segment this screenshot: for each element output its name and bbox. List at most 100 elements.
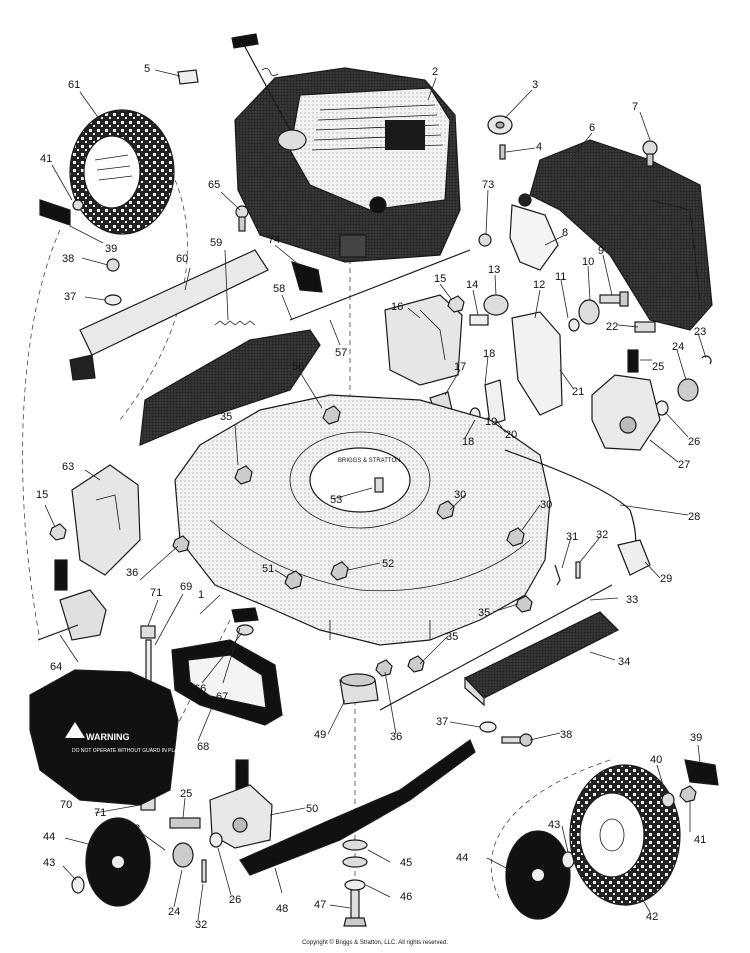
part-5-clip: [177, 69, 199, 85]
part-48-blade: [239, 739, 476, 876]
part-67-clip: [231, 607, 259, 623]
label-part-36: 36: [126, 567, 138, 579]
part-47-bolt: [343, 889, 367, 927]
label-part-52: 52: [382, 558, 394, 570]
label-part-63: 63: [62, 461, 74, 473]
oil-fill-cap: [277, 129, 307, 151]
part-66-washer: [236, 624, 254, 636]
label-part-71-lower: 71: [94, 807, 106, 819]
label-part-18-lower: 18: [462, 436, 474, 448]
part-39-hubcap: [39, 199, 71, 226]
part-71-bushing-top: [140, 625, 156, 639]
label-part-48: 48: [276, 903, 288, 915]
label-part-22: 22: [606, 321, 618, 333]
label-part-39: 39: [105, 243, 117, 255]
label-part-74: 74: [268, 234, 280, 246]
label-part-4: 4: [536, 141, 542, 153]
label-part-24-lower: 24: [168, 906, 180, 918]
label-part-25: 25: [652, 361, 664, 373]
part-74-bracket: [291, 261, 323, 293]
label-part-45: 45: [400, 857, 412, 869]
label-part-41: 41: [40, 153, 52, 165]
copyright-notice: Copyright © Briggs & Stratton, LLC. All …: [302, 940, 448, 946]
label-part-38: 38: [62, 253, 74, 265]
label-part-8: 8: [562, 227, 568, 239]
label-part-31: 31: [566, 531, 578, 543]
label-part-49: 49: [314, 729, 326, 741]
label-part-11: 11: [555, 271, 566, 283]
label-part-40: 40: [650, 754, 662, 766]
part-33-axle: [379, 584, 613, 711]
label-part-60: 60: [176, 253, 188, 265]
label-part-19: 19: [485, 416, 497, 428]
part-38-bolt: [106, 258, 120, 272]
label-part-9: 9: [598, 245, 604, 257]
part-57-rod: [289, 249, 471, 321]
label-part-30-right: 30: [540, 499, 552, 511]
part-11-washer: [568, 318, 580, 332]
part-25-bolt-bottom: [169, 817, 201, 829]
label-part-59: 59: [210, 237, 222, 249]
part-61-wheel: [69, 109, 175, 235]
label-part-67: 67: [216, 691, 228, 703]
part-70-warning-shield: WARNING DO NOT OPERATE WITHOUT GUARD IN …: [29, 669, 185, 806]
part-38-bolt-bottom: [501, 733, 533, 747]
label-part-32: 32: [596, 529, 608, 541]
part-42-wheel: [569, 764, 681, 906]
part-6-rear-guard: [529, 139, 713, 331]
label-part-65: 65: [208, 179, 220, 191]
label-part-29: 29: [660, 573, 672, 585]
label-part-17: 17: [454, 361, 466, 373]
part-20-plate: [484, 379, 506, 426]
part-60-bracket: [79, 249, 269, 356]
label-part-7: 7: [632, 101, 638, 113]
label-part-41-right: 41: [694, 834, 706, 846]
label-part-43: 43: [43, 857, 55, 869]
deck-emblem-text: BRIGGS & STRATTON: [338, 458, 400, 464]
label-part-57: 57: [335, 347, 347, 359]
part-23-clip: [701, 355, 712, 365]
part-43-washer-left: [71, 876, 85, 894]
part-45-adapter-top: [342, 839, 368, 851]
part-58-rear-flap: [139, 329, 321, 446]
label-part-71: 71: [150, 587, 162, 599]
part-44-hubcap-left: [85, 817, 151, 907]
label-part-6: 6: [589, 122, 595, 134]
label-part-26-lower: 26: [229, 894, 241, 906]
part-16-bracket: [384, 294, 463, 386]
label-part-70: 70: [60, 799, 72, 811]
label-part-36-lower: 36: [390, 731, 402, 743]
part-64-adjuster: [37, 559, 107, 641]
label-part-30: 30: [454, 489, 466, 501]
label-part-61: 61: [68, 79, 80, 91]
part-9-bolt: [599, 291, 629, 307]
part-37-washer: [104, 294, 122, 306]
part-8-bracket: [509, 204, 559, 271]
label-part-53: 53: [330, 494, 342, 506]
label-part-32-lower: 32: [195, 919, 207, 931]
part-37-washer-bottom: [479, 721, 497, 733]
part-59-spring: [214, 320, 256, 326]
engine-crankshaft: [339, 234, 367, 258]
part-36-nut-a: [172, 535, 190, 553]
label-part-73: 73: [482, 179, 494, 191]
label-part-34: 34: [618, 656, 630, 668]
label-part-21: 21: [572, 386, 584, 398]
label-part-15-left: 15: [36, 489, 48, 501]
label-part-1: 1: [198, 589, 204, 601]
label-part-33: 33: [626, 594, 638, 606]
engine-cover-grille: [311, 104, 444, 151]
mower-deck: [174, 394, 551, 646]
part-73-bolt: [478, 233, 492, 247]
label-part-35: 35: [478, 607, 490, 619]
label-part-37-lower: 37: [436, 716, 448, 728]
part-24-gear-bottom: [172, 842, 194, 868]
part-4-key: [499, 144, 506, 160]
part-27-wheel-adjuster: [591, 374, 661, 451]
part-number-labels: 1 2 3 4 5 6 7 8 9 10 11 12 13 14 15 15 1…: [36, 63, 706, 931]
deck-center-opening: [309, 447, 411, 513]
label-part-28: 28: [688, 511, 700, 523]
label-part-15: 15: [434, 273, 446, 285]
label-part-26: 26: [688, 436, 700, 448]
part-44-hubcap-right: [505, 830, 571, 920]
